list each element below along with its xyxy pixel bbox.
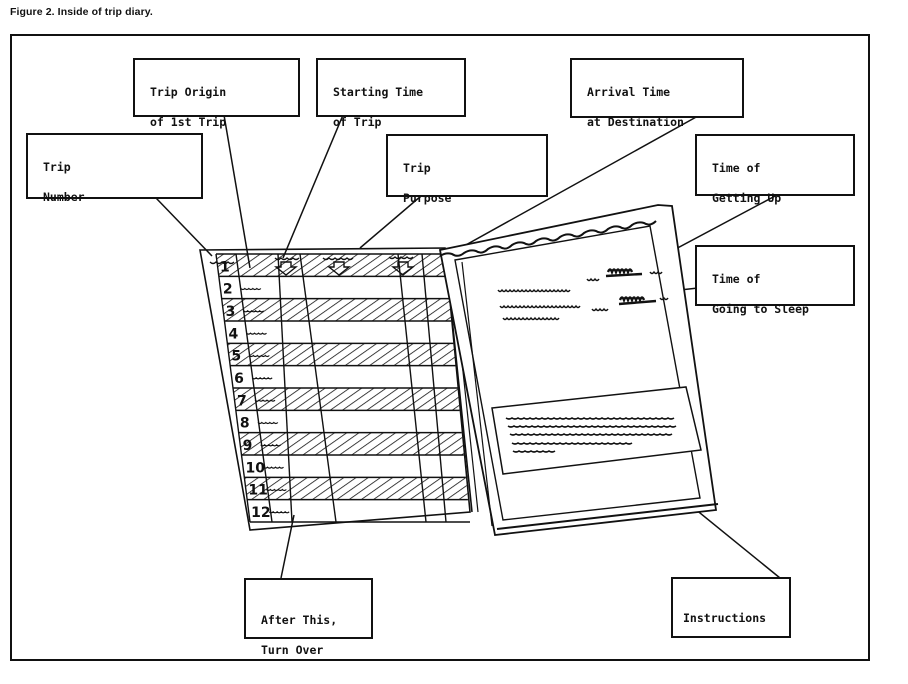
column-divider [277, 253, 293, 523]
instructions-text-marks [505, 417, 677, 453]
leader-starting-time [282, 114, 344, 259]
leader-after-this [280, 514, 295, 579]
handwriting-mark [248, 354, 270, 358]
leader-trip-origin [223, 114, 251, 269]
callout-instructions: Instructions [671, 577, 791, 638]
handwriting-mark [263, 466, 284, 469]
callout-starting-time-line2: of Trip [333, 115, 382, 129]
table-row: 11 [244, 477, 468, 501]
trip-number-label: 12 [251, 505, 270, 521]
callout-arrival-time: Arrival Time at Destination [570, 58, 744, 129]
handwriting-mark [251, 376, 273, 380]
callout-after-this-line1: After This, [261, 613, 338, 627]
callout-trip-origin: Trip Origin of 1st Trip [133, 58, 300, 129]
callout-time-getting-up: Time of Getting Up [695, 134, 855, 205]
diary-right-page [438, 204, 719, 536]
callout-trip-origin-line1: Trip Origin [150, 85, 227, 99]
table-row: 6 [233, 371, 458, 389]
trip-number-label: 2 [223, 282, 233, 298]
trip-number-label: 11 [248, 483, 267, 499]
trip-number-label: 10 [246, 460, 266, 476]
callout-after-this: After This, Turn Over [244, 578, 373, 657]
callout-trip-purpose: Trip Purpose [386, 134, 548, 205]
callout-arrival-time-line2: at Destination [587, 115, 684, 129]
handwriting-mark [246, 332, 267, 335]
column-divider [215, 253, 251, 523]
callout-getting-up-line1: Time of [712, 161, 761, 175]
table-row: 12 [250, 505, 470, 523]
trip-number-label: 1 [220, 259, 230, 275]
table-row: 8 [238, 416, 462, 434]
callout-trip-purpose-line1: Trip [403, 161, 431, 175]
figure-title: Figure 2. Inside of trip diary. [10, 6, 153, 18]
column-divider [421, 253, 447, 523]
shaded-row-fill [221, 298, 452, 321]
trip-number-label: 5 [231, 349, 241, 365]
table-row: 4 [227, 326, 454, 345]
time-entry-marks [605, 268, 657, 306]
callout-starting-time: Starting Time of Trip [316, 58, 466, 129]
handwriting-mark [243, 309, 265, 313]
handwriting-mark [260, 443, 282, 447]
table-row: 7 [233, 388, 460, 412]
handwriting-mark [257, 421, 279, 425]
figure-frame [10, 34, 870, 661]
leader-trip-number [155, 197, 213, 257]
shaded-row-fill [233, 388, 460, 411]
leader-arrival-time [445, 115, 699, 257]
shaded-row-fill [244, 477, 468, 500]
table-row: 1 [216, 254, 448, 278]
shaded-row-fill [227, 343, 456, 366]
handwriting-mark [265, 488, 287, 492]
table-row: 3 [221, 298, 452, 322]
table-row: 10 [244, 460, 466, 479]
column-divider [299, 253, 337, 523]
callout-instructions-line1: Instructions [683, 611, 767, 625]
trip-number-label: 9 [243, 438, 253, 454]
callout-starting-time-line1: Starting Time [333, 85, 424, 99]
callout-going-sleep-line1: Time of [712, 272, 761, 286]
handwriting-mark [254, 399, 276, 402]
trip-number-label: 4 [229, 326, 239, 342]
handwriting-mark [240, 287, 262, 291]
trip-number-label: 8 [240, 416, 250, 432]
leader-trip-purpose [359, 195, 422, 249]
callout-trip-number: Trip Number [26, 133, 203, 204]
callout-after-this-line2: Turn Over [261, 643, 324, 657]
callout-trip-purpose-line2: Purpose [403, 191, 452, 205]
table-row: 2 [221, 282, 450, 300]
trip-number-label: 7 [237, 393, 247, 409]
shaded-row-fill [238, 432, 464, 455]
callout-arrival-time-line1: Arrival Time [587, 85, 671, 99]
callout-trip-number-line1: Trip [43, 160, 71, 174]
column-divider [235, 253, 273, 523]
column-divider [397, 253, 427, 523]
callout-going-sleep-line2: Going to Sleep [712, 302, 809, 316]
callout-time-going-sleep: Time of Going to Sleep [695, 245, 855, 316]
callout-trip-origin-line2: of 1st Trip [150, 115, 227, 129]
shaded-row-fill [216, 254, 448, 277]
trip-number-label: 3 [226, 304, 236, 320]
table-row: 9 [238, 432, 464, 456]
callout-trip-number-line2: Number [43, 190, 85, 204]
callout-getting-up-line2: Getting Up [712, 191, 782, 205]
handwriting-mark [268, 510, 290, 514]
table-row: 5 [227, 343, 456, 367]
trip-number-label: 6 [234, 371, 244, 387]
